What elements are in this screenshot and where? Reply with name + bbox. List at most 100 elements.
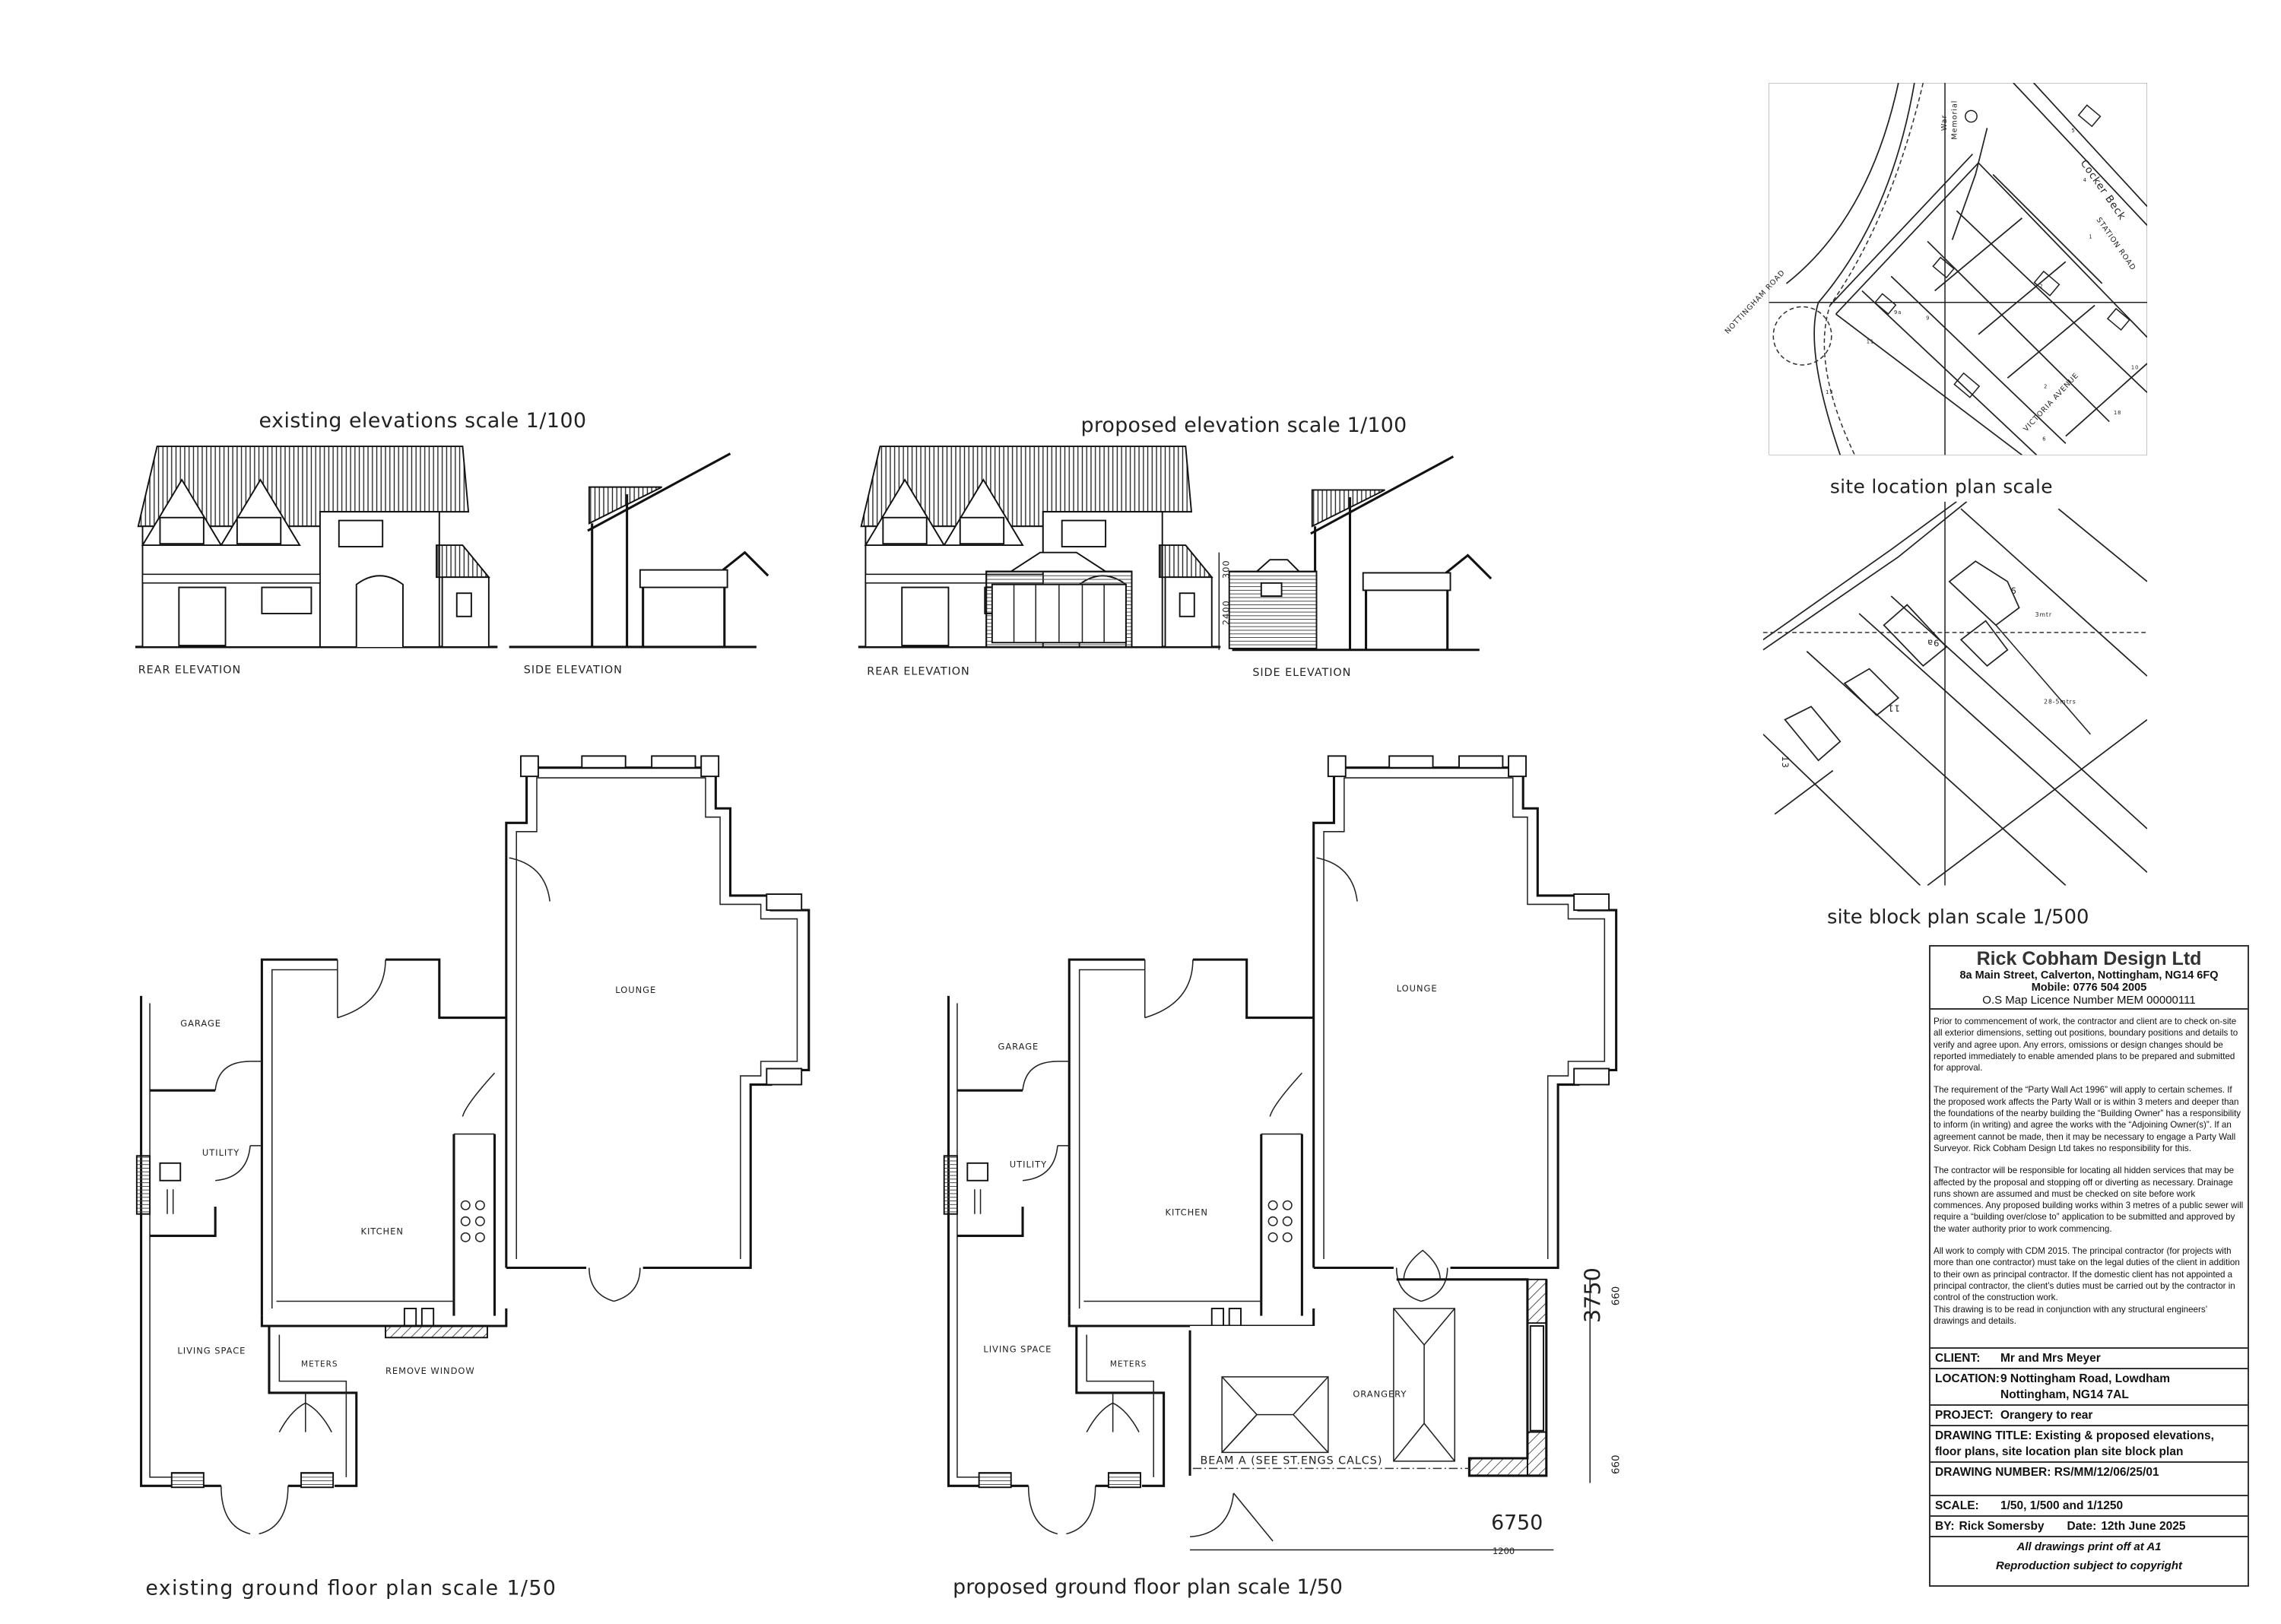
existing-side-elevation-label: SIDE ELEVATION	[524, 664, 623, 676]
house-number: 4	[2083, 177, 2087, 183]
scale-row: SCALE: 1/50, 1/500 and 1/1250	[1930, 1496, 2248, 1517]
block-house-9: 9	[2010, 585, 2016, 596]
room-label-living-space: LIVING SPACE	[983, 1343, 1052, 1354]
room-label-lounge: LOUNGE	[1397, 983, 1438, 994]
block-house-11: 11	[1887, 703, 1900, 713]
client-value: Mr and Mrs Meyer	[2000, 1352, 2101, 1365]
house-number: 9	[1926, 316, 1930, 322]
general-notes: Prior to commencement of work, the contr…	[1930, 1010, 2248, 1349]
proposed-elevation-title: proposed elevation scale 1/100	[1081, 414, 1407, 437]
scale-label: SCALE:	[1935, 1499, 1979, 1512]
dim-6750: 6750	[1491, 1511, 1543, 1535]
drawing-title-label: DRAWING TITLE:	[1935, 1429, 2032, 1442]
site-block-title: site block plan scale 1/500	[1827, 906, 2089, 928]
client-row: CLIENT: Mr and Mrs Meyer	[1930, 1349, 2248, 1369]
scale-value: 1/50, 1/500 and 1/1250	[2000, 1499, 2124, 1512]
note: This drawing is to be read in conjunctio…	[1934, 1304, 2207, 1326]
by-label: BY:	[1935, 1520, 1955, 1533]
dim-3750: 3750	[1580, 1267, 1606, 1323]
print-note: All drawings print off at A1	[2016, 1540, 2162, 1553]
by-value: Rick Somersby	[1959, 1520, 2045, 1533]
client-label: CLIENT:	[1935, 1352, 1981, 1365]
note: All work to comply with CDM 2015. The pr…	[1934, 1246, 2240, 1303]
house-number: 2	[2044, 384, 2048, 390]
map-label-memorial: Memorial	[1950, 100, 1959, 140]
dim-300: 300	[1221, 560, 1232, 579]
room-label-garage: GARAGE	[998, 1042, 1039, 1052]
company-mobile: Mobile: 0776 504 2005	[2031, 982, 2147, 994]
room-label-living-space: LIVING SPACE	[177, 1345, 246, 1356]
dim-2400: 2400	[1221, 600, 1232, 625]
house-number: 6	[2042, 436, 2046, 442]
room-label-meters: METERS	[1110, 1360, 1147, 1369]
project-label: PROJECT:	[1935, 1409, 1994, 1422]
os-licence: O.S Map Licence Number MEM 00000111	[1982, 994, 2196, 1007]
proposed-rear-elevation	[857, 445, 1222, 649]
block-dim-3m: 3mtr	[2035, 611, 2052, 618]
by-date-row: BY: Rick Somersby Date: 12th June 2025	[1930, 1517, 2248, 1537]
existing-ground-floor-plan: GARAGE UTILITY KITCHEN LOUNGE LIVING SPA…	[135, 754, 811, 1535]
proposed-ground-floor-plan: GARAGE UTILITY KITCHEN LOUNGE LIVING SPA…	[943, 754, 1622, 1556]
house-number: 13	[1826, 389, 1833, 395]
existing-side-elevation	[508, 452, 769, 649]
existing-plan-title: existing ground floor plan scale 1/50	[145, 1577, 556, 1600]
site-location-map	[1769, 82, 2147, 455]
drawing-number-value: RS/MM/12/06/25/01	[2054, 1466, 2159, 1479]
room-label-garage: GARAGE	[180, 1018, 221, 1029]
block-house-9a: 9a	[1927, 637, 1939, 648]
existing-elevations-title: existing elevations scale 1/100	[259, 409, 586, 433]
title-block: Rick Cobham Design Ltd 8a Main Street, C…	[1929, 945, 2249, 1587]
room-label-utility: UTILITY	[202, 1147, 240, 1158]
note: The contractor will be responsible for l…	[1934, 1166, 2244, 1234]
house-number: 11	[1867, 338, 1874, 344]
house-number: 2	[2039, 284, 2043, 290]
dim-660-bottom: 660	[1610, 1455, 1622, 1475]
house-number: 10	[2131, 365, 2139, 371]
block-dim-28-5m: 28-5mtrs	[2044, 699, 2076, 706]
house-number: 1	[2089, 234, 2092, 240]
date-label: Date:	[2067, 1520, 2097, 1533]
title-block-header: Rick Cobham Design Ltd 8a Main Street, C…	[1930, 947, 2248, 1010]
drawing-number-label: DRAWING NUMBER:	[1935, 1466, 2051, 1479]
drawing-title-value: Existing & proposed elevations, floor pl…	[1935, 1429, 2214, 1458]
proposed-side-elevation	[1218, 455, 1493, 652]
room-label-utility: UTILITY	[1010, 1159, 1047, 1170]
dim-1200: 1200	[1493, 1546, 1515, 1556]
map-house-numbers: 5 4 1 2 9 9a 11 13 10 2 6 18	[1826, 128, 2139, 442]
proposed-plan-title: proposed ground floor plan scale 1/50	[953, 1575, 1343, 1599]
block-house-13: 13	[1780, 756, 1791, 769]
room-label-lounge: LOUNGE	[615, 985, 656, 995]
drawing-number-row: DRAWING NUMBER: RS/MM/12/06/25/01	[1930, 1463, 2248, 1496]
project-value: Orangery to rear	[2000, 1409, 2093, 1422]
remove-window-note: REMOVE WINDOW	[385, 1365, 475, 1376]
location-label: LOCATION:	[1935, 1372, 2000, 1385]
room-label-kitchen: KITCHEN	[1166, 1207, 1208, 1218]
room-label-kitchen: KITCHEN	[360, 1226, 403, 1237]
existing-rear-elevation-label: REAR ELEVATION	[138, 664, 241, 676]
drawing-title-row: DRAWING TITLE: Existing & proposed eleva…	[1930, 1426, 2248, 1463]
site-block-map	[1762, 501, 2147, 886]
location-line1: 9 Nottingham Road, Lowdham	[2000, 1372, 2171, 1385]
beam-a-note: BEAM A (SEE ST.ENGS CALCS)	[1200, 1455, 1382, 1467]
existing-rear-elevation	[134, 445, 499, 649]
house-number: 18	[2114, 410, 2121, 416]
room-label-orangery: ORANGERY	[1353, 1389, 1407, 1400]
house-number: 5	[2071, 128, 2075, 134]
project-row: PROJECT: Orangery to rear	[1930, 1406, 2248, 1426]
proposed-rear-elevation-label: REAR ELEVATION	[867, 665, 969, 677]
location-line2: Nottingham, NG14 7AL	[2000, 1388, 2129, 1401]
company-name: Rick Cobham Design Ltd	[1976, 948, 2202, 969]
note: The requirement of the “Party Wall Act 1…	[1934, 1085, 2241, 1153]
map-label-war: War	[1940, 115, 1949, 131]
house-number: 9a	[1894, 309, 1902, 316]
site-location-title: site location plan scale	[1830, 475, 2053, 497]
dim-660-top: 660	[1610, 1286, 1622, 1306]
company-address: 8a Main Street, Calverton, Nottingham, N…	[1959, 969, 2219, 982]
proposed-side-elevation-label: SIDE ELEVATION	[1252, 667, 1351, 679]
note: Prior to commencement of work, the contr…	[1934, 1017, 2238, 1074]
copyright-note: Reproduction subject to copyright	[1995, 1559, 2182, 1572]
date-value: 12th June 2025	[2101, 1520, 2186, 1533]
room-label-meters: METERS	[301, 1360, 338, 1369]
